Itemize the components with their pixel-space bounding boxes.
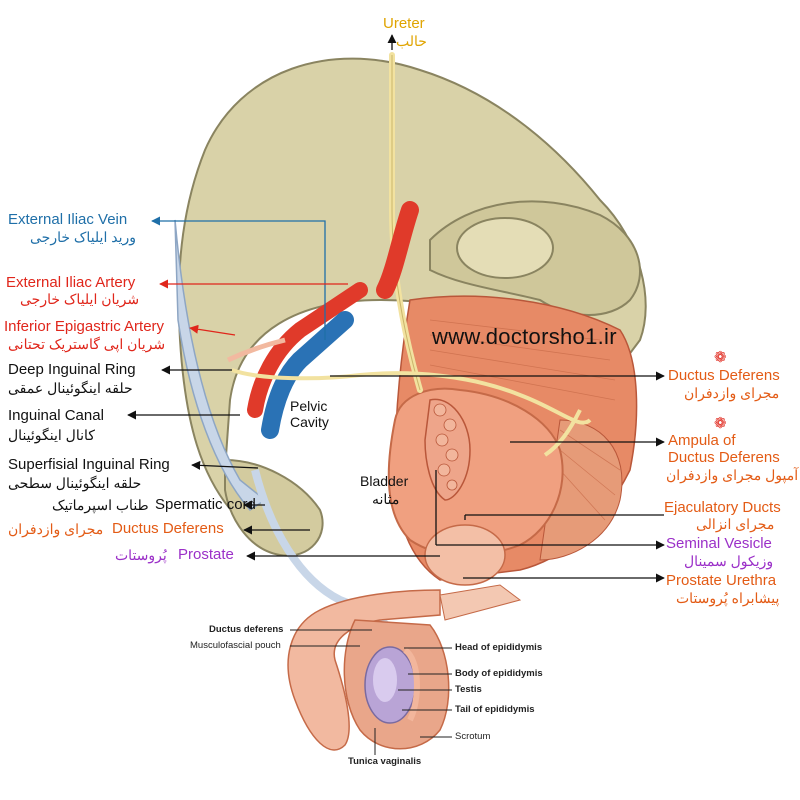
superficial-inguinal-ring-label-fa: حلقه اینگوئینال سطحی bbox=[8, 475, 142, 491]
deep-inguinal-ring-label: Deep Inguinal Ring bbox=[8, 361, 136, 378]
deep-inguinal-ring-label-fa: حلقه اینگوئینال عمقی bbox=[8, 380, 133, 396]
external-iliac-vein bbox=[261, 311, 354, 439]
inferior-epigastric-artery-label: Inferior Epigastric Artery bbox=[4, 318, 165, 335]
asterisk-icon: ❁ bbox=[714, 349, 727, 366]
external-iliac-artery bbox=[247, 282, 368, 418]
ductus-deferens-right bbox=[543, 409, 582, 457]
ductus-deferens-right-label: Ductus Deferens bbox=[668, 367, 780, 384]
ductus-deferens-right-label-fa: مجرای وازدفران bbox=[684, 385, 780, 401]
seminal-vesicle-label: Seminal Vesicle bbox=[666, 535, 772, 552]
asterisk-icon-2: ❁ bbox=[714, 415, 727, 432]
external-iliac-vein-label: External Iliac Vein bbox=[8, 211, 128, 228]
ejaculatory-ducts-label: Ejaculatory Ducts bbox=[664, 499, 781, 516]
ampulla-label-fa: آمپول مجرای وازدفران bbox=[666, 467, 799, 483]
scrotum-label: Scrotum bbox=[455, 731, 491, 742]
external-iliac-vein-label-fa: ورید ایلیاک خارجی bbox=[30, 229, 136, 245]
spermatic-cord-label: Spermatic cord bbox=[155, 496, 256, 513]
external-iliac-artery-label: External Iliac Artery bbox=[6, 274, 136, 291]
prostate-urethra-label-fa: پیشابراه پُروستات bbox=[676, 590, 780, 606]
ureter-label-fa: حالب bbox=[396, 33, 427, 49]
watermark: www.doctorsho1.ir bbox=[432, 324, 617, 349]
ejaculatory-ducts-label-fa: مجرای انزالی bbox=[696, 516, 775, 532]
inferior-epigastric-artery bbox=[226, 337, 286, 363]
ductus-deferens bbox=[231, 368, 592, 425]
body-epididymis-label: Body of epididymis bbox=[455, 668, 543, 679]
testis-label: Testis bbox=[455, 684, 482, 695]
spermatic-cord-label-fa: طناب اسپرماتیک bbox=[52, 497, 149, 513]
ductus-deferens-left-label: Ductus Deferens bbox=[112, 520, 224, 537]
tail-epididymis-label: Tail of epididymis bbox=[455, 704, 535, 715]
abdominal-wall-fascia bbox=[174, 219, 267, 511]
common-iliac-artery bbox=[376, 201, 419, 299]
inguinal-canal-label-fa: کانال اینگوئینال bbox=[8, 427, 95, 443]
ductus-deferens-small-label: Ductus deferens bbox=[209, 624, 284, 635]
bladder-label: Bladder bbox=[360, 473, 409, 489]
tunica-vaginalis-label: Tunica vaginalis bbox=[348, 756, 422, 767]
ductus-deferens-left-label-fa: مجرای وازدفران bbox=[8, 521, 104, 537]
prostate-left-label: Prostate bbox=[178, 546, 234, 563]
ampulla-label-1: Ampula of bbox=[668, 432, 736, 449]
bladder-label-fa: مثانه bbox=[372, 491, 400, 507]
epididymis bbox=[402, 647, 420, 722]
prostate-urethra-label: Prostate Urethra bbox=[666, 572, 777, 589]
prostate-left-label-fa: پُروستات bbox=[115, 547, 167, 563]
musculofascial-pouch-label: Musculofascial pouch bbox=[190, 640, 281, 651]
inferior-epigastric-artery-label-fa: شریان اپی گاستریک تحتانی bbox=[8, 336, 166, 352]
pelvic-cavity-label-2: Cavity bbox=[290, 414, 329, 430]
head-epididymis-label: Head of epididymis bbox=[455, 642, 543, 653]
ureter-label: Ureter bbox=[383, 15, 425, 32]
vertebral-body bbox=[456, 217, 554, 279]
prostate bbox=[424, 524, 506, 586]
ampulla-label-2: Ductus Deferens bbox=[668, 449, 780, 466]
inguinal-canal-label: Inguinal Canal bbox=[8, 407, 104, 424]
pelvic-cavity-label-1: Pelvic bbox=[290, 398, 328, 414]
seminal-vesicle-label-fa: وزیکول سمینال bbox=[684, 553, 774, 569]
superficial-inguinal-ring-label: Superfisial Inguinal Ring bbox=[8, 456, 170, 473]
external-iliac-artery-label-fa: شریان ایلیاک خارجی bbox=[20, 291, 140, 307]
